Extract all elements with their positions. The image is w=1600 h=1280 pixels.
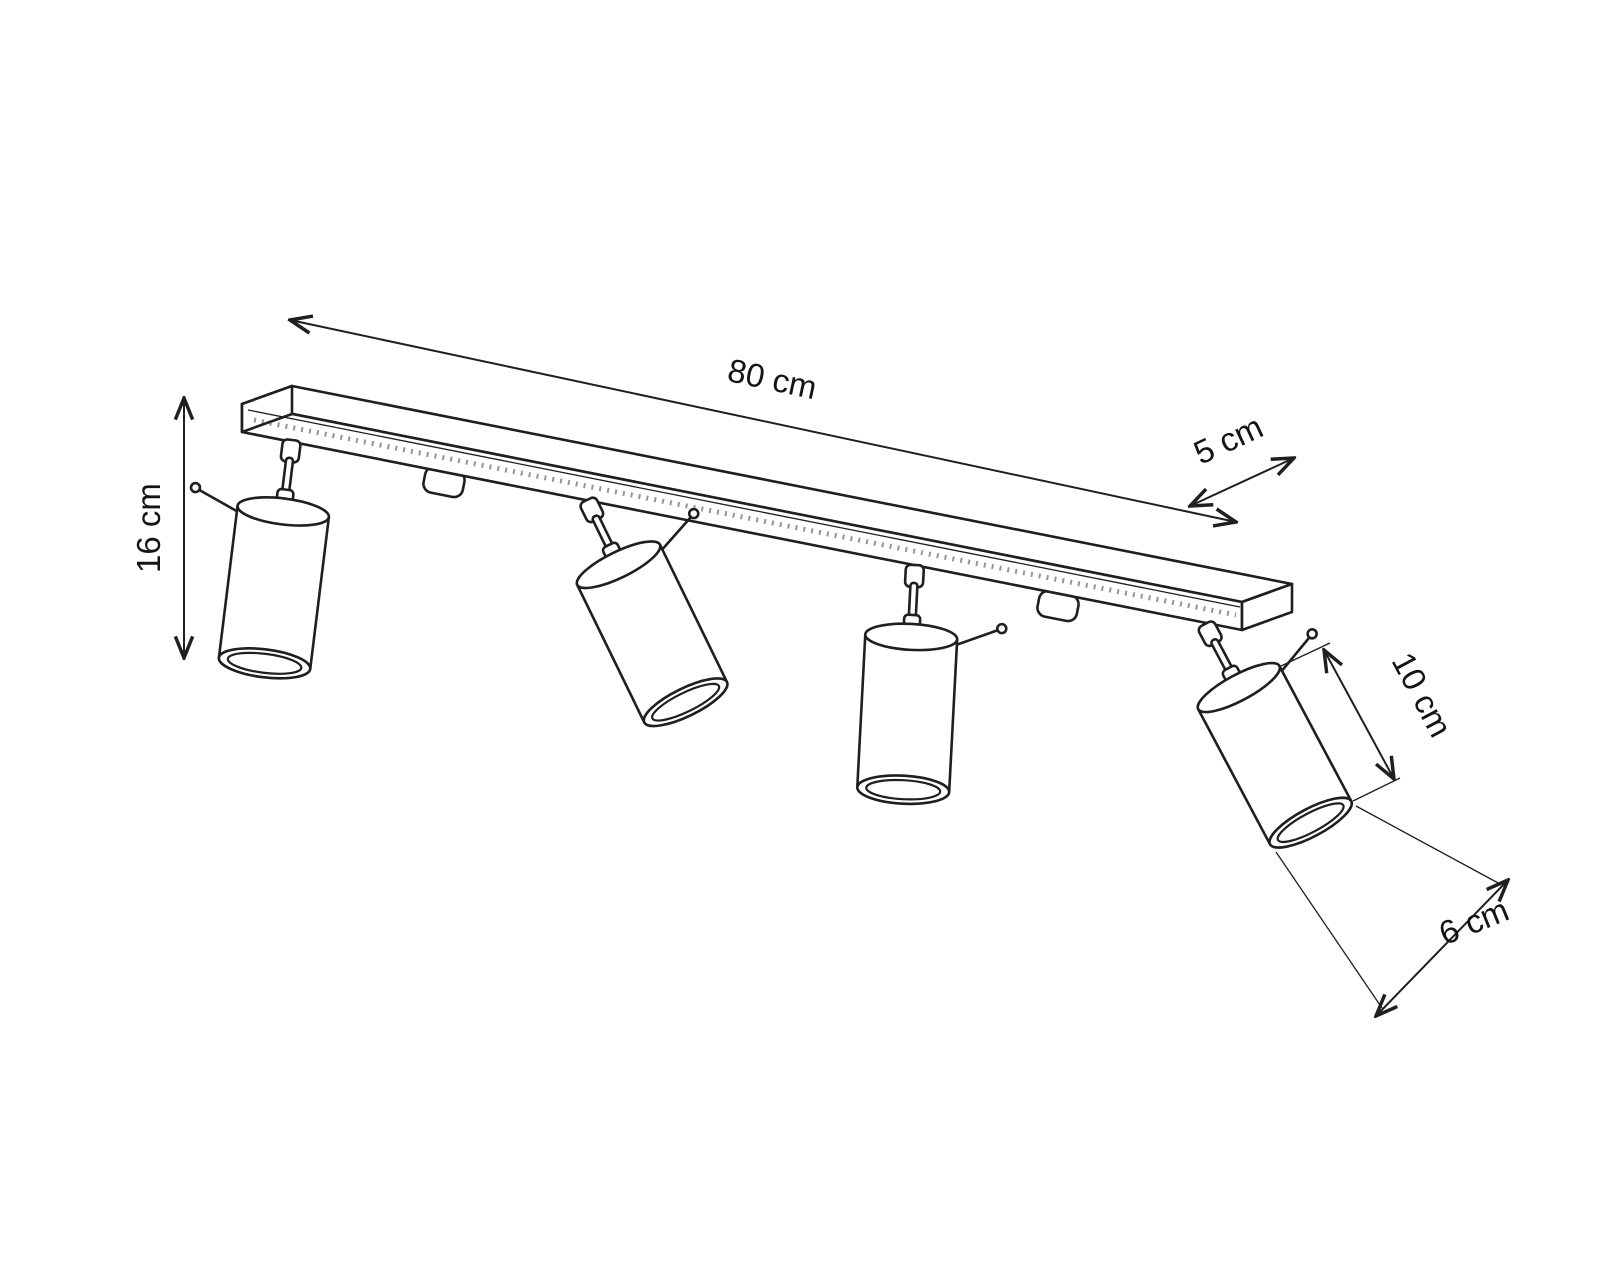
dimension-5cm-label: 5 cm xyxy=(1188,408,1268,472)
dimension-6cm-ext-right xyxy=(1355,805,1501,885)
rail-front-top-highlight xyxy=(247,409,1241,608)
rail-right-end-cap xyxy=(1240,582,1294,632)
dimension-10cm-label: 10 cm xyxy=(1385,646,1460,743)
dimension-6cm-arrow xyxy=(1376,880,1508,1016)
dimension-16cm-label: 16 cm xyxy=(130,483,167,573)
dimension-10cm-ext-top xyxy=(1280,642,1331,667)
rail-top-face xyxy=(240,384,1294,604)
dimension-6cm-ext-left xyxy=(1275,851,1383,1009)
mounting-rail xyxy=(240,384,1294,632)
dimension-16cm: 16 cm xyxy=(130,398,184,658)
dimension-5cm-arrow xyxy=(1190,458,1294,506)
dimension-5cm: 5 cm xyxy=(1188,408,1294,506)
spotlight-head-3 xyxy=(855,561,1011,810)
dimension-6cm-label: 6 cm xyxy=(1434,891,1514,952)
spotlight-head-1 xyxy=(167,427,339,685)
dimension-10cm-ext-bottom xyxy=(1352,777,1401,802)
dimension-10cm-arrow xyxy=(1324,650,1394,779)
dimension-80cm-arrow xyxy=(290,320,1236,522)
dimension-80cm-label: 80 cm xyxy=(725,351,821,406)
